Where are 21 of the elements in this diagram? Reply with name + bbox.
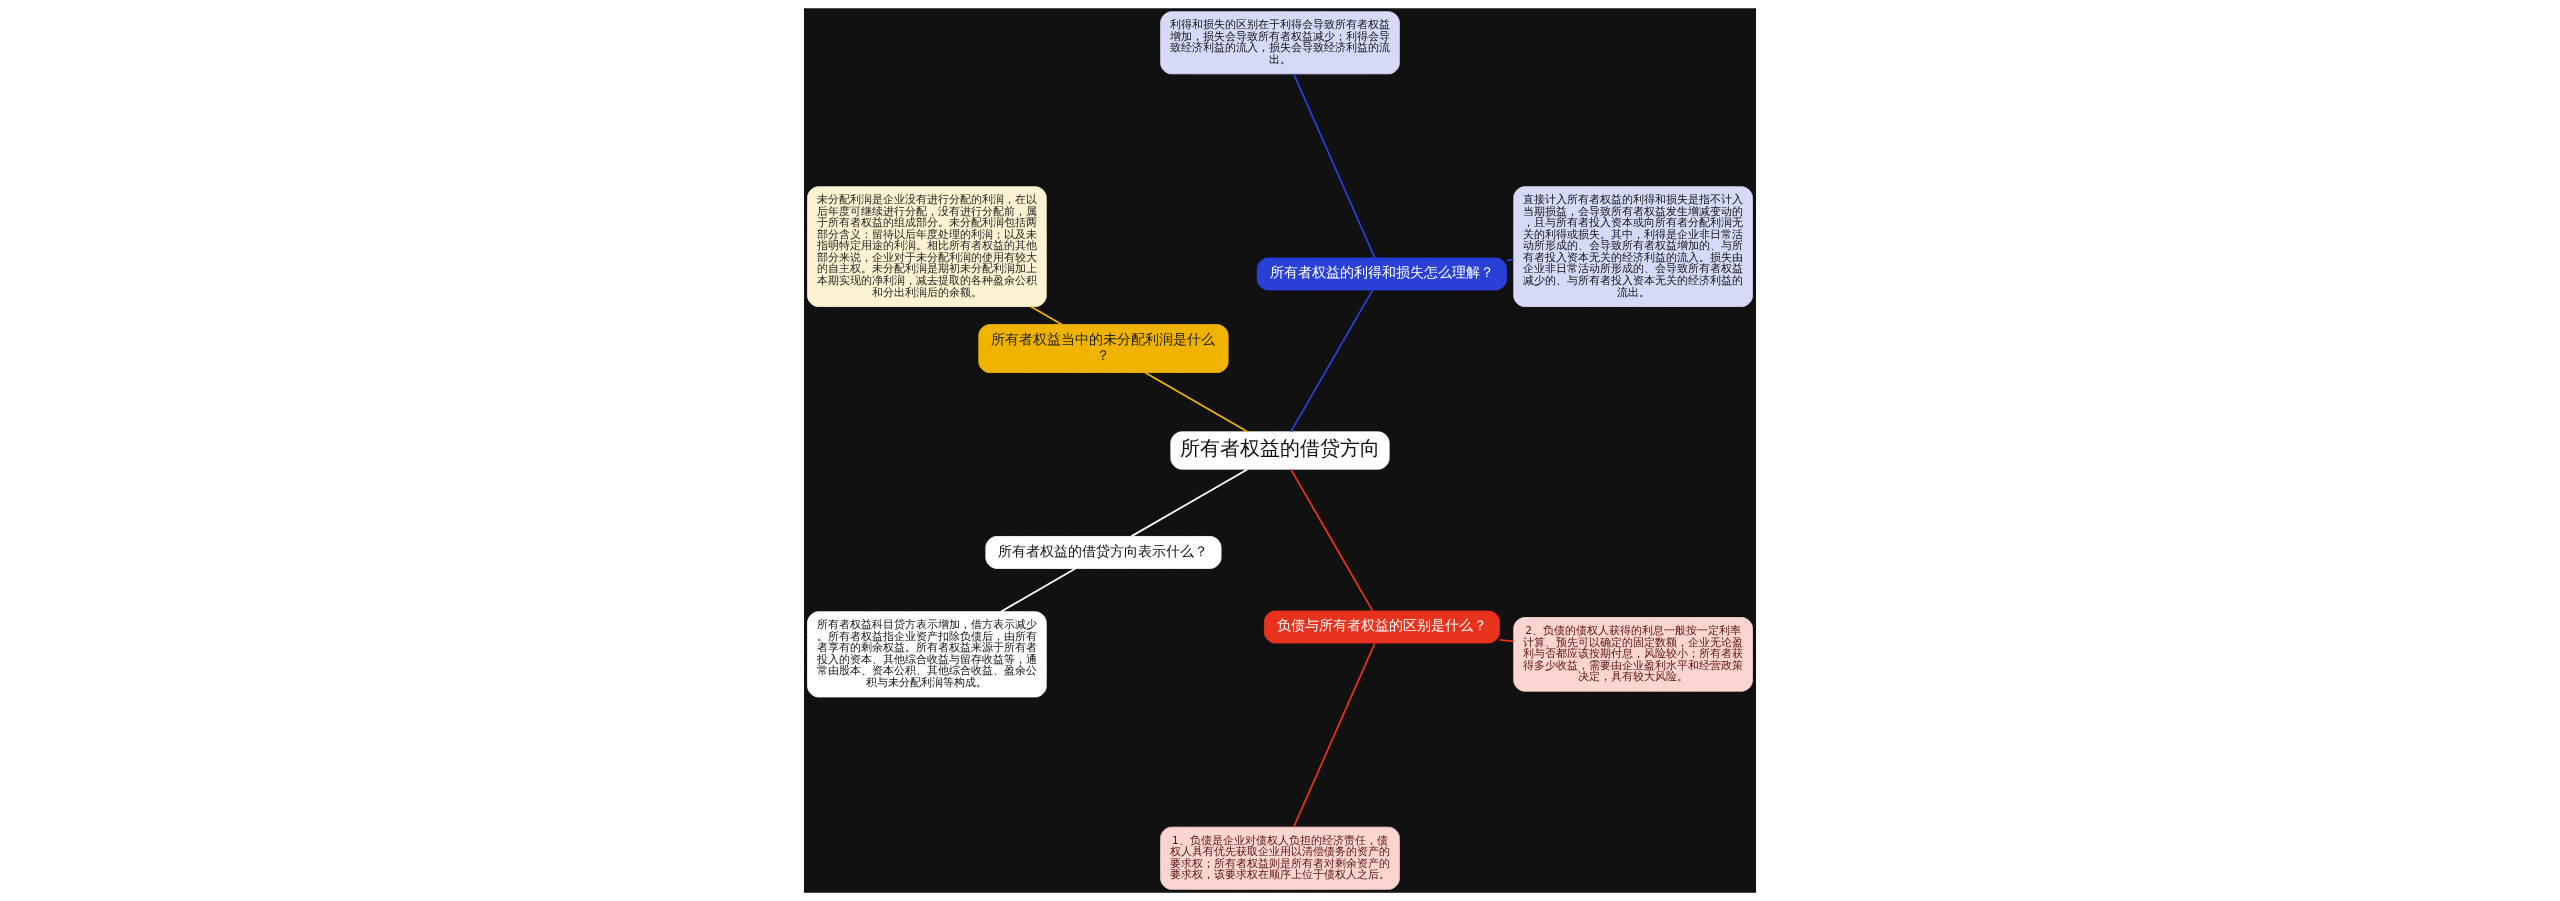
node-box: 利得和损失的区别在于利得会导致所有者权益增加，损失会导致所有者权益减少；利得会导致经济利益的流入，损失会导致经济利益的流出。: [1160, 11, 1400, 75]
connector: [1498, 638, 1515, 643]
connector: [1144, 371, 1249, 433]
connector: [1130, 468, 1249, 538]
node-box: 直接计入所有者权益的利得和损失是指不计入当期损益，会导致所有者权益发生增减变动的，且与所有者投入资本或向所有者分配利润无关的利得或损失。其中，利得是企业非日常活动所形成的、会导致所有者权益增加的、与所有者投入资本无关的经济利益的流入。损失由企业非日常活动所形成的、会导致所有者权益减少的、与所有者投入资本无关的经济利益的流出。: [1513, 186, 1753, 307]
node-box: 未分配利润是企业没有进行分配的利润，在以后年度可继续进行分配，没有进行分配前，属于所有者权益的组成部分。未分配利润包括两部分含义：留待以后年度处理的利润；以及未指明特定用途的利润。相比所有者权益的其他部分来说，企业对于未分配利润的使用有较大的自主权。未分配利润是期初未分配利润加上本期实现的净利润，减去提取的各种盈余公积和分出利润后的余额。: [807, 186, 1047, 307]
node-box: 所有者权益科目贷方表示增加，借方表示减少。所有者权益指企业资产扣除负债后，由所有者享有的剩余权益。所有者权益来源于所有者投入的资本、其他综合收益与留存收益等，通常由股本、资本公积、其他综合收益、盈余公积与未分配利润等构成。: [807, 611, 1047, 698]
connector: [1290, 468, 1374, 612]
node-box: 所有者权益当中的未分配利润是什么？: [978, 324, 1229, 373]
connector: [1505, 258, 1515, 262]
connector: [1292, 642, 1376, 828]
connector: [1292, 73, 1376, 259]
node-box: 负债与所有者权益的区别是什么？: [1263, 610, 1500, 644]
connector: [1290, 289, 1374, 433]
node-box: 所有者权益的借贷方向表示什么？: [985, 536, 1222, 569]
node-box: 2、负债的债权人获得的利息一般按一定利率计算、预先可以确定的固定数额，企业无论盈利与否都应该按期付息，风险较小；所有者获得多少收益，需要由企业盈利水平和经营政策决定，具有较大风险。: [1513, 617, 1753, 692]
node-box: 所有者权益的借贷方向: [1170, 431, 1390, 470]
node-box: 1、负债是企业对债权人负担的经济责任，债权人具有优先获取企业用以清偿债务的资产的要求权；所有者权益则是所有者对剩余资产的要求权，该要求权在顺序上位于债权人之后。: [1160, 826, 1400, 890]
connector: [999, 567, 1077, 613]
connector: [1029, 305, 1063, 326]
node-box: 所有者权益的利得和损失怎么理解？: [1256, 257, 1508, 291]
